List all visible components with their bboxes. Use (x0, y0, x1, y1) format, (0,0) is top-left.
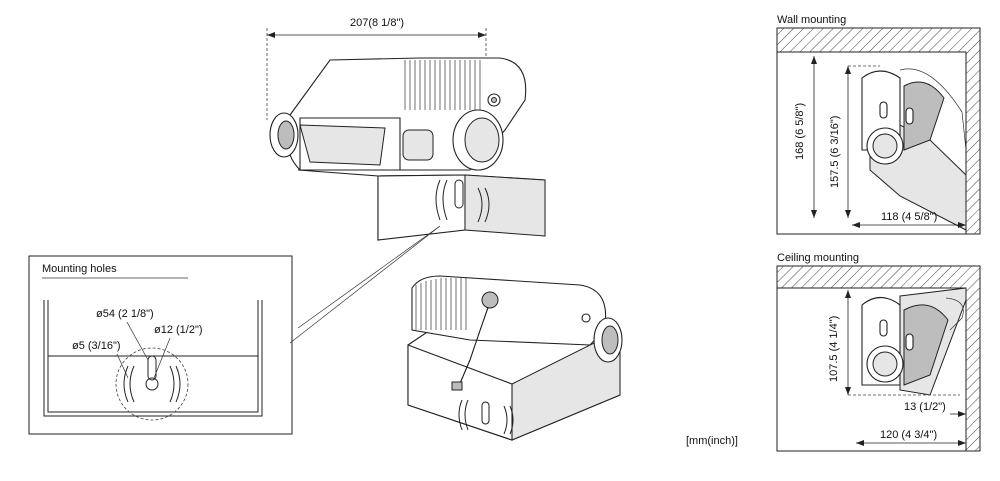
top-width-dimension: 207(8 1/8") (266, 17, 487, 120)
hole-d12-label: ø12 (1/2") (154, 324, 203, 336)
projector-bottom-view (407, 275, 623, 441)
projector-top-view (269, 57, 546, 241)
cooling-fins (404, 60, 481, 110)
hole-d5-label: ø5 (3/16") (72, 340, 121, 352)
hole-d54-label: ø54 (2 1/8") (96, 308, 154, 320)
wall-height-157-label: 157.5 (6 3/16") (829, 116, 841, 188)
leader-lines (289, 225, 441, 344)
units-label: [mm(inch)] (686, 435, 738, 447)
ceiling-mounting-panel: Ceiling mounting 107.5 (4 1/4") 13 (1/2"… (776, 252, 981, 452)
wall-mounting-panel: Wall mounting 168 (6 5/8") 157.5 (6 3/16… (776, 14, 981, 235)
ceiling-offset-label: 13 (1/2") (904, 401, 946, 413)
wall-depth-label: 118 (4 5/8") (881, 211, 937, 223)
mounting-holes-panel: Mounting holes ø54 (2 1/8") ø12 (1/2") ø… (28, 255, 293, 435)
wall-height-168-label: 168 (6 5/8") (794, 103, 806, 160)
ceiling-height-label: 107.5 (4 1/4") (828, 316, 840, 382)
ceiling-mounting-title: Ceiling mounting (777, 252, 859, 264)
mounting-holes-title: Mounting holes (42, 263, 117, 275)
width-label: 207(8 1/8") (350, 17, 404, 29)
bottom-fins (415, 278, 467, 330)
wall-mounting-title: Wall mounting (777, 14, 846, 26)
ceiling-depth-label: 120 (4 3/4") (880, 429, 937, 441)
